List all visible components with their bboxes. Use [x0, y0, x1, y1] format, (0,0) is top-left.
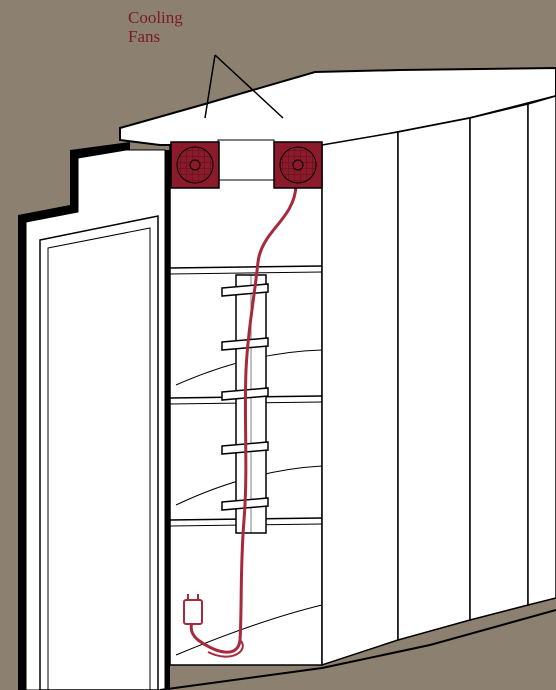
open-door — [18, 142, 170, 690]
cooling-fan-icon — [171, 142, 219, 188]
cooling-fan-icon — [274, 142, 322, 188]
callout-label-line2: Fans — [128, 27, 248, 46]
callout-label-line1: Cooling — [128, 8, 248, 27]
callout-label: Cooling Fans — [128, 8, 248, 46]
